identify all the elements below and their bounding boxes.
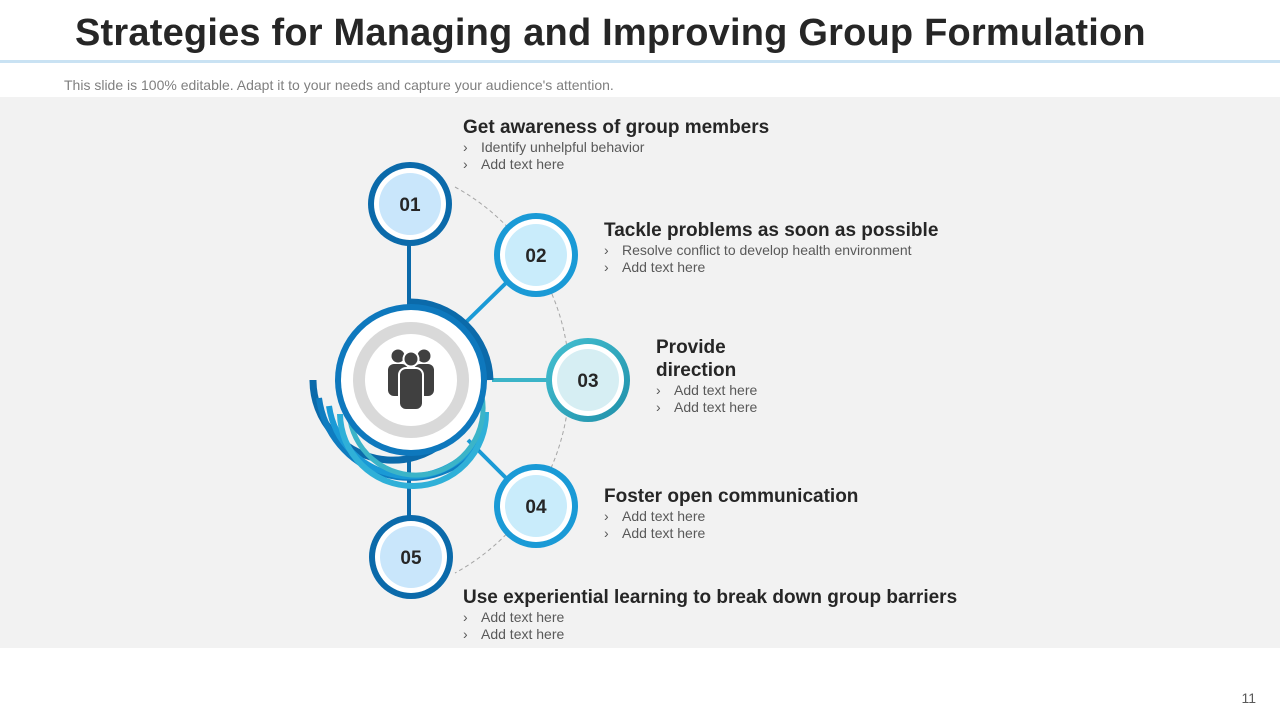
step-number-02: 02 [525, 246, 546, 267]
step-number-03: 03 [577, 371, 598, 392]
step-circle-02: 02 [494, 213, 578, 297]
slide-title: Strategies for Managing and Improving Gr… [75, 12, 1146, 54]
step-text-05: Use experiential learning to break down … [463, 586, 957, 643]
step-bullet-04-1: Add text here [604, 508, 858, 525]
step-circle-01: 01 [368, 162, 452, 246]
step-circle-04: 04 [494, 464, 578, 548]
center-hub [335, 304, 487, 456]
page-number: 11 [1241, 690, 1256, 706]
step-bullet-05-1: Add text here [463, 609, 957, 626]
step-heading-03: Provide direction [656, 337, 737, 381]
title-divider [0, 60, 1280, 63]
step-bullet-04-2: Add text here [604, 525, 858, 542]
step-heading-05: Use experiential learning to break down … [463, 587, 958, 608]
step-number-01: 01 [399, 195, 421, 216]
step-text-01: Get awareness of group members Identify … [463, 116, 769, 173]
step-bullet-03-1: Add text here [656, 382, 766, 399]
step-bullet-01-1: Identify unhelpful behavior [463, 139, 769, 156]
step-heading-02: Tackle problems as soon as possible [604, 220, 939, 241]
content-panel [0, 97, 1280, 648]
slide-subtitle: This slide is 100% editable. Adapt it to… [64, 77, 614, 93]
step-circle-03: 03 [546, 338, 630, 422]
step-bullet-01-2: Add text here [463, 156, 769, 173]
step-bullet-02-1: Resolve conflict to develop health envir… [604, 242, 938, 259]
step-number-05: 05 [400, 548, 422, 569]
step-bullet-05-2: Add text here [463, 626, 957, 643]
step-text-03: Provide direction Add text here Add text… [656, 336, 766, 416]
group-people-icon [388, 349, 434, 411]
step-text-02: Tackle problems as soon as possible Reso… [604, 219, 938, 276]
step-text-04: Foster open communication Add text here … [604, 485, 858, 542]
step-number-04: 04 [525, 497, 547, 518]
step-circle-05: 05 [369, 515, 453, 599]
step-heading-04: Foster open communication [604, 486, 859, 507]
step-heading-01: Get awareness of group members [463, 117, 770, 138]
step-bullet-03-2: Add text here [656, 399, 766, 416]
step-bullet-02-2: Add text here [604, 259, 938, 276]
